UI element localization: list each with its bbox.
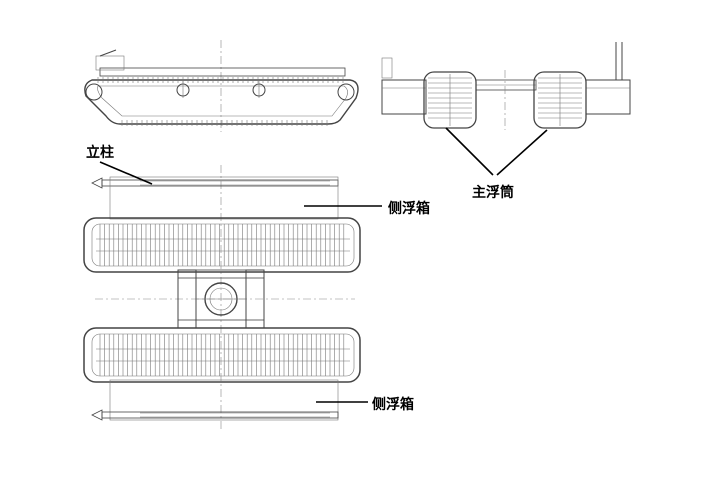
lower-side-box	[91, 379, 339, 421]
side-box-label-lower: 侧浮箱	[372, 397, 414, 413]
upper-track	[83, 217, 361, 273]
side-box-label-upper: 侧浮箱	[388, 201, 430, 217]
center-frame	[177, 269, 265, 329]
main-pontoon-label: 主浮筒	[472, 185, 514, 201]
lower-track	[83, 327, 361, 383]
front-view	[381, 42, 631, 130]
side-view	[84, 40, 359, 132]
upper-side-box	[91, 176, 339, 220]
top-view	[83, 161, 382, 430]
main-pontoon-leader	[445, 127, 548, 176]
column-label: 立柱	[86, 145, 114, 161]
